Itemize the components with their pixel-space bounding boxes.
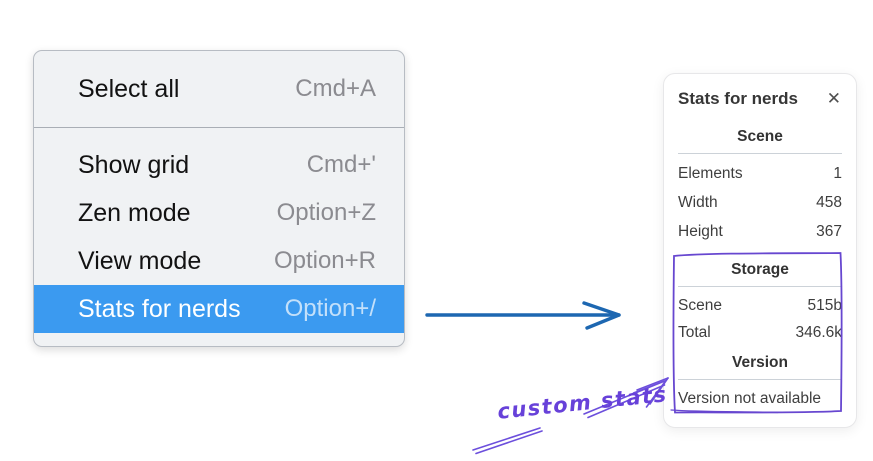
stat-value: 515b <box>807 296 842 314</box>
menu-item-show-grid[interactable]: Show grid Cmd+' <box>34 141 404 189</box>
menu-item-label: Select all <box>78 74 180 103</box>
stat-value: 346.6k <box>795 323 842 341</box>
version-note: Version not available <box>678 389 822 407</box>
storage-rows: Scene 515b Total 346.6k <box>678 292 842 346</box>
stat-label: Elements <box>678 164 743 182</box>
stats-panel-title: Stats for nerds <box>678 89 798 108</box>
storage-section-heading: Storage <box>731 261 789 278</box>
stat-label: Width <box>678 193 718 211</box>
scene-section-heading: Scene <box>737 128 783 145</box>
stat-label: Total <box>678 323 711 341</box>
menu-item-label: Show grid <box>78 150 190 179</box>
stat-row-width: Width 458 <box>678 188 842 217</box>
stat-label: Scene <box>678 296 722 314</box>
version-section-heading: Version <box>732 354 788 371</box>
stat-value: 367 <box>816 222 842 240</box>
menu-item-select-all[interactable]: Select all Cmd+A <box>34 64 404 114</box>
stat-row-height: Height 367 <box>678 217 842 246</box>
menu-section-main: Show grid Cmd+' Zen mode Option+Z View m… <box>34 128 404 346</box>
menu-item-shortcut: Cmd+A <box>295 75 376 102</box>
section-divider <box>678 379 842 380</box>
stat-row-scene-size: Scene 515b <box>678 292 842 319</box>
menu-section-top: Select all Cmd+A <box>34 51 404 127</box>
stats-panel-header: Stats for nerds ✕ <box>678 89 842 109</box>
stat-row-elements: Elements 1 <box>678 159 842 188</box>
menu-item-label: View mode <box>78 246 202 275</box>
menu-item-label: Zen mode <box>78 198 191 227</box>
section-divider <box>678 286 842 287</box>
close-icon[interactable]: ✕ <box>826 88 841 109</box>
menu-divider <box>34 127 404 128</box>
menu-item-shortcut: Cmd+' <box>306 151 376 178</box>
stat-value: 458 <box>816 193 842 211</box>
scene-rows: Elements 1 Width 458 Height 367 <box>678 159 842 246</box>
menu-item-shortcut: Option+/ <box>284 295 376 322</box>
stat-value: 1 <box>833 164 842 182</box>
menu-item-stats-for-nerds[interactable]: Stats for nerds Option+/ <box>34 285 404 333</box>
context-menu: Select all Cmd+A Show grid Cmd+' Zen mod… <box>33 50 405 347</box>
stats-panel: Stats for nerds ✕ Scene Elements 1 Width… <box>663 73 857 428</box>
menu-item-zen-mode[interactable]: Zen mode Option+Z <box>34 189 404 237</box>
section-divider <box>678 153 842 154</box>
menu-item-shortcut: Option+R <box>273 247 376 274</box>
menu-item-label: Stats for nerds <box>78 294 241 323</box>
menu-item-view-mode[interactable]: View mode Option+R <box>34 237 404 285</box>
flow-arrow <box>425 301 621 330</box>
annotation-label: custom stats <box>496 382 669 424</box>
stat-row-total-size: Total 346.6k <box>678 319 842 346</box>
stat-label: Height <box>678 222 723 240</box>
menu-item-shortcut: Option+Z <box>276 199 376 226</box>
